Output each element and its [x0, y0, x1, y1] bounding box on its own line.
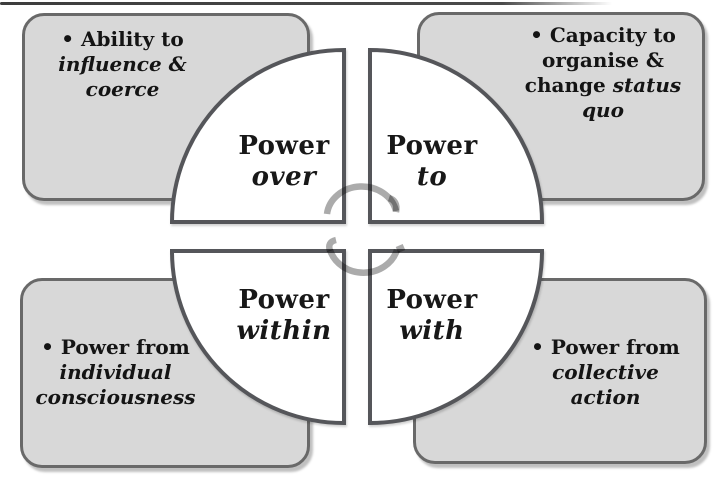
cycle-arc-bottom-tail — [395, 244, 406, 253]
callout-line: organise & — [499, 48, 707, 73]
callout-run-italic: influence & — [58, 52, 187, 76]
callout-line: • Capacity to — [499, 23, 707, 48]
callout-line: consciousness — [23, 385, 208, 410]
callout-line: action — [513, 385, 698, 410]
callout-line: change status — [499, 73, 707, 98]
label-power-within-title: Power — [238, 285, 330, 315]
callout-run-italic: quo — [582, 98, 624, 122]
callout-run-bold: organise & — [542, 48, 664, 72]
wedge-power-to — [368, 47, 545, 224]
callout-run-italic: individual — [59, 360, 172, 384]
label-power-over-qualifier: over — [251, 162, 317, 192]
cycle-arrows-icon — [323, 183, 406, 276]
callout-run-bold: • Ability to — [61, 27, 184, 51]
label-power-with-qualifier: with — [399, 316, 465, 346]
label-power-over-title: Power — [238, 131, 330, 161]
label-power-to: Power to — [344, 131, 520, 193]
wedge-power-with — [368, 249, 545, 426]
callout-run-bold: • Power from — [41, 335, 190, 359]
callout-line: • Power from — [513, 335, 698, 360]
callout-run-bold: • Capacity to — [530, 23, 676, 47]
callout-line: • Ability to — [30, 27, 215, 52]
label-power-with-title: Power — [386, 285, 478, 315]
cycle-arc-bottom — [326, 248, 401, 276]
callout-run-bold: change — [524, 73, 613, 97]
callout-run-italic: collective — [552, 360, 659, 384]
top-border-line — [0, 2, 612, 5]
callout-line: collective — [513, 360, 698, 385]
callout-line: • Power from — [23, 335, 208, 360]
cycle-arc-top — [323, 183, 400, 215]
label-power-to-title: Power — [386, 131, 478, 161]
label-power-to-qualifier: to — [416, 162, 448, 192]
callout-run-italic: coerce — [85, 77, 160, 101]
wedge-power-within — [169, 249, 346, 426]
label-power-over: Power over — [196, 131, 372, 193]
callout-run-italic: consciousness — [35, 385, 196, 409]
cycle-arc-bottom-hook — [326, 236, 337, 253]
wedge-power-over — [169, 47, 346, 224]
label-power-within: Power within — [196, 285, 372, 347]
callout-line: coerce — [30, 77, 215, 102]
label-power-with: Power with — [344, 285, 520, 347]
callout-run-italic: status — [612, 73, 682, 97]
label-power-within-qualifier: within — [236, 316, 332, 346]
callout-run-italic: action — [570, 385, 641, 409]
callout-line: quo — [499, 98, 707, 123]
callout-line: influence & — [30, 52, 215, 77]
cycle-arc-top-hook — [387, 194, 400, 213]
callout-run-bold: • Power from — [531, 335, 680, 359]
callout-line: individual — [23, 360, 208, 385]
